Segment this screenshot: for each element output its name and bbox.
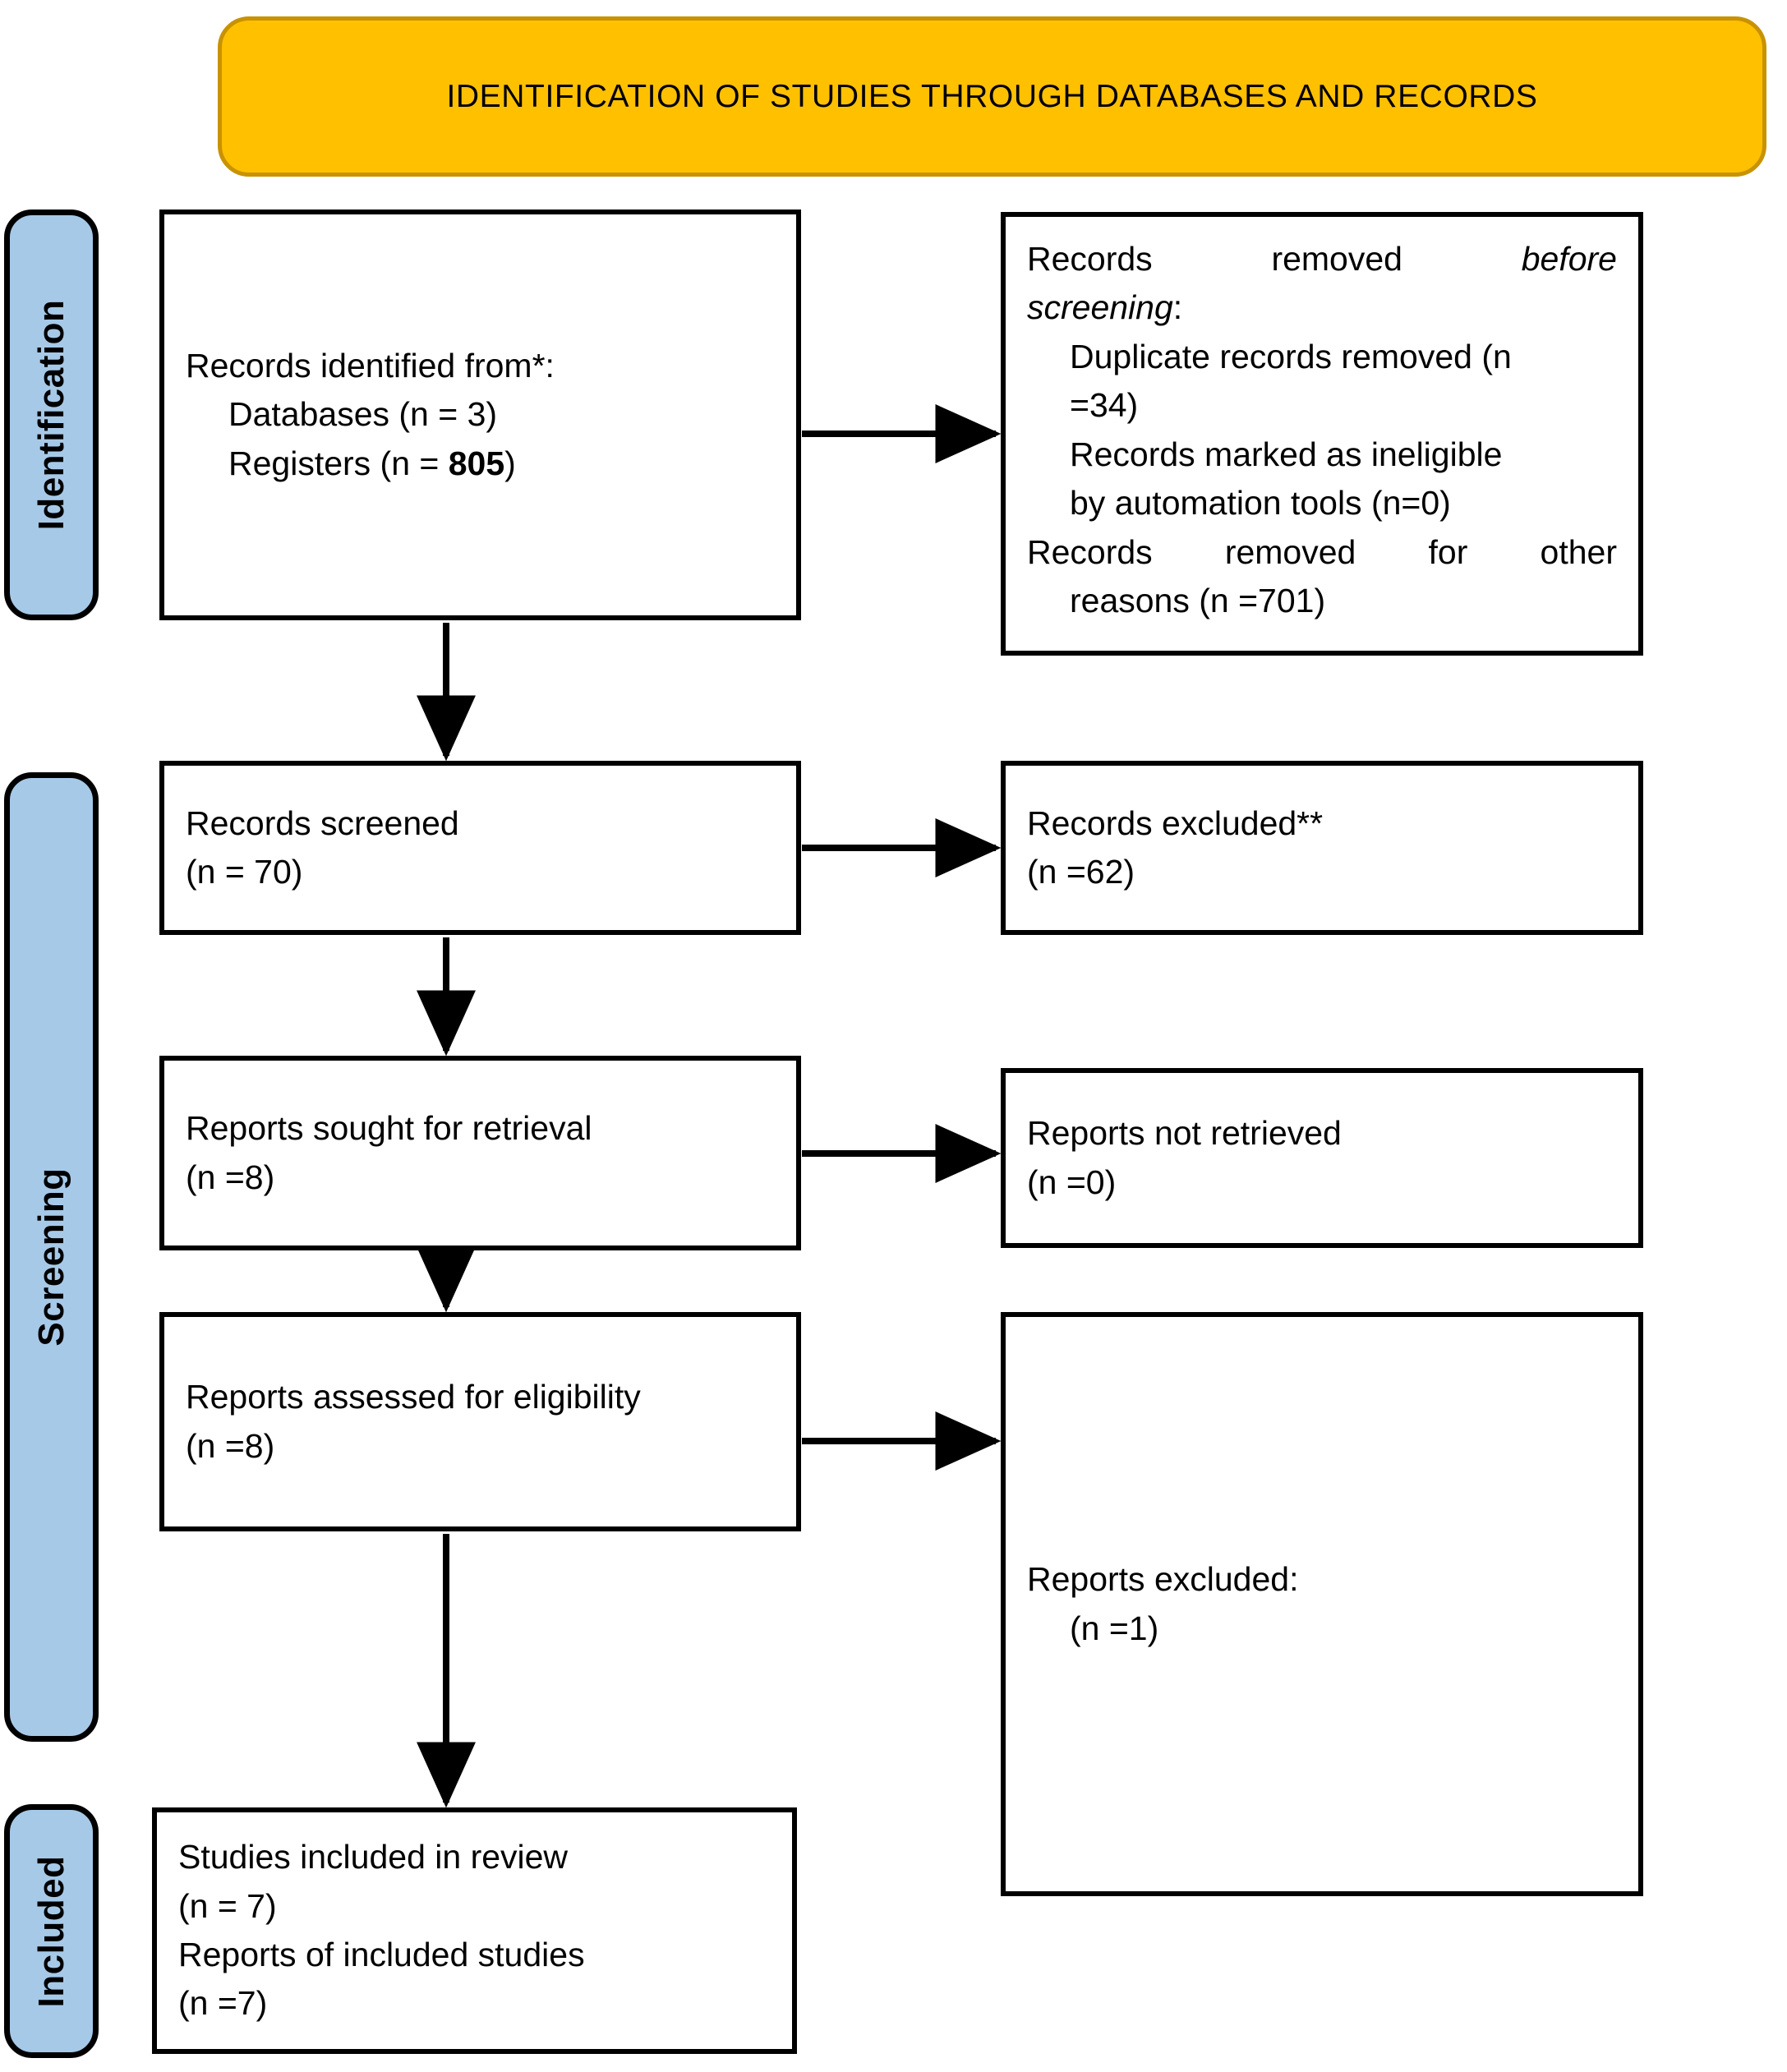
reports-assessed-label: Reports assessed for eligibility <box>186 1378 641 1416</box>
records-identified-registers: Registers (n = 805) <box>186 440 775 488</box>
reports-assessed-count: (n =8) <box>186 1426 275 1465</box>
records-removed-other-line-1: Records removed for other <box>1027 528 1617 577</box>
reports-excluded-count: (n =1) <box>1070 1609 1159 1647</box>
reports-not-retrieved-label: Reports not retrieved <box>1027 1114 1342 1153</box>
records-identified-line-1: Records identified from*: <box>186 346 555 384</box>
stage-label-identification: Identification <box>30 299 71 531</box>
records-removed-word-removed: removed <box>1271 240 1402 278</box>
stage-pill-identification: Identification <box>4 210 99 620</box>
reports-sought-count: (n =8) <box>186 1158 275 1196</box>
reports-included-count: (n =7) <box>178 1984 268 2023</box>
records-other-word-removed: removed <box>1224 532 1356 571</box>
registers-suffix: ) <box>504 444 516 482</box>
records-other-word-records: Records <box>1027 532 1153 571</box>
stage-label-screening: Screening <box>30 1167 71 1347</box>
records-removed-word-before: before <box>1521 240 1617 278</box>
records-removed-heading-line-1: Records removed before <box>1027 235 1617 283</box>
stage-pill-screening: Screening <box>4 772 99 1742</box>
records-screened-label: Records screened <box>186 803 459 842</box>
box-records-screened: Records screened (n = 70) <box>159 761 801 935</box>
identification-banner: IDENTIFICATION OF STUDIES THROUGH DATABA… <box>218 16 1766 177</box>
reports-excluded-label: Reports excluded: <box>1027 1560 1299 1599</box>
banner-title: IDENTIFICATION OF STUDIES THROUGH DATABA… <box>446 78 1538 114</box>
stage-label-included: Included <box>30 1855 71 2007</box>
box-records-identified: Records identified from*: Databases (n =… <box>159 210 801 620</box>
studies-included-count: (n = 7) <box>178 1886 277 1925</box>
records-other-word-for: for <box>1428 532 1468 571</box>
records-removed-heading-line-2: screening: <box>1027 283 1617 332</box>
records-excluded-count: (n =62) <box>1027 853 1135 891</box>
records-removed-colon: : <box>1172 288 1183 327</box>
records-excluded-label: Records excluded** <box>1027 803 1324 842</box>
records-removed-ineligible-line-2: by automation tools (n=0) <box>1070 484 1451 523</box>
stage-pill-included: Included <box>4 1804 99 2058</box>
records-removed-word-screening: screening <box>1027 288 1173 327</box>
box-reports-not-retrieved: Reports not retrieved (n =0) <box>1001 1068 1643 1248</box>
box-reports-sought: Reports sought for retrieval (n =8) <box>159 1056 801 1250</box>
records-removed-other-line-2: reasons (n =701) <box>1070 582 1326 620</box>
records-other-word-other: other <box>1540 532 1617 571</box>
records-removed-ineligible-line-1: Records marked as ineligible <box>1070 435 1503 473</box>
reports-included-label: Reports of included studies <box>178 1936 585 1973</box>
registers-prefix: Registers (n = <box>228 444 449 482</box>
registers-count: 805 <box>448 444 505 482</box>
records-removed-word-records: Records <box>1027 240 1153 278</box>
records-identified-databases: Databases (n = 3) <box>228 395 498 434</box>
box-studies-included: Studies included in review (n = 7) Repor… <box>152 1807 797 2054</box>
reports-not-retrieved-count: (n =0) <box>1027 1163 1117 1201</box>
studies-included-label: Studies included in review <box>178 1838 569 1876</box>
box-reports-excluded: Reports excluded: (n =1) <box>1001 1312 1643 1896</box>
reports-sought-label: Reports sought for retrieval <box>186 1109 592 1148</box>
records-removed-duplicates-line-2: =34) <box>1070 386 1139 425</box>
records-removed-duplicates-line-1: Duplicate records removed (n <box>1070 337 1512 375</box>
box-records-removed: Records removed before screening: Duplic… <box>1001 212 1643 656</box>
box-reports-assessed: Reports assessed for eligibility (n =8) <box>159 1312 801 1531</box>
records-screened-count: (n = 70) <box>186 853 303 891</box>
box-records-excluded: Records excluded** (n =62) <box>1001 761 1643 935</box>
